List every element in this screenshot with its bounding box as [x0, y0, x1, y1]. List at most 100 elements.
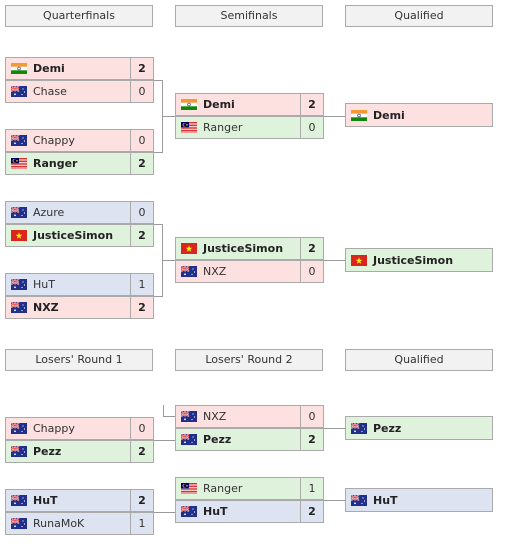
player-name: Chappy [6, 130, 131, 151]
australia-flag-icon [181, 266, 197, 277]
connector [163, 405, 164, 417]
connector [153, 440, 175, 441]
match-slot[interactable]: NXZ 2 [5, 296, 154, 319]
match-slot[interactable]: Pezz 2 [175, 428, 324, 451]
player-label: RunaMoK [33, 517, 85, 530]
player-name: Chase [6, 81, 131, 102]
score: 2 [130, 441, 153, 462]
vietnam-flag-icon [11, 230, 27, 241]
score: 2 [300, 238, 323, 259]
score: 0 [300, 406, 323, 427]
australia-flag-icon [11, 135, 27, 146]
qualified-slot[interactable]: HuT [345, 488, 493, 512]
match-slot[interactable]: HuT 2 [175, 500, 324, 523]
match-slot[interactable]: Chappy 0 [5, 417, 154, 440]
india-flag-icon [351, 110, 367, 121]
score: 1 [300, 478, 323, 499]
match-slot[interactable]: JusticeSimon 2 [5, 224, 154, 247]
connector [153, 224, 163, 225]
score: 2 [300, 429, 323, 450]
header-losers-round-2: Losers' Round 2 [175, 349, 323, 371]
australia-flag-icon [11, 279, 27, 290]
match-slot[interactable]: Pezz 2 [5, 440, 154, 463]
player-name: RunaMoK [6, 513, 131, 534]
player-name: Ranger [176, 478, 301, 499]
player-label: Pezz [203, 433, 232, 446]
match-slot[interactable]: Chappy 0 [5, 129, 154, 152]
score: 2 [130, 490, 153, 511]
match-slot[interactable]: JusticeSimon 2 [175, 237, 324, 260]
match-slot[interactable]: HuT 2 [5, 489, 154, 512]
malaysia-flag-icon [181, 122, 197, 133]
player-name: NXZ [6, 297, 131, 318]
australia-flag-icon [11, 495, 27, 506]
match-slot[interactable]: Demi 2 [175, 93, 324, 116]
player-label: Azure [33, 206, 65, 219]
india-flag-icon [181, 99, 197, 110]
player-name: Demi [176, 94, 301, 115]
player-label: Demi [33, 62, 65, 75]
score: 1 [130, 274, 153, 295]
connector [323, 428, 345, 429]
australia-flag-icon [11, 446, 27, 457]
player-name: JusticeSimon [176, 238, 301, 259]
score: 0 [130, 418, 153, 439]
player-label: Pezz [33, 445, 62, 458]
player-label: Demi [203, 98, 235, 111]
player-label: HuT [203, 505, 228, 518]
player-label: Ranger [203, 121, 243, 134]
score: 2 [300, 501, 323, 522]
player-name: HuT [176, 501, 301, 522]
india-flag-icon [11, 63, 27, 74]
player-label: Chappy [33, 422, 75, 435]
connector [162, 116, 175, 117]
australia-flag-icon [181, 411, 197, 422]
australia-flag-icon [11, 86, 27, 97]
match-slot[interactable]: Ranger 1 [175, 477, 324, 500]
malaysia-flag-icon [181, 483, 197, 494]
player-label: HuT [33, 494, 58, 507]
player-label: JusticeSimon [203, 242, 284, 255]
score: 0 [130, 81, 153, 102]
vietnam-flag-icon [351, 255, 367, 266]
vietnam-flag-icon [181, 243, 197, 254]
player-label: Chappy [33, 134, 75, 147]
score: 0 [130, 130, 153, 151]
header-qualified-bottom: Qualified [345, 349, 493, 371]
match-slot[interactable]: Azure 0 [5, 201, 154, 224]
player-name: HuT [6, 490, 131, 511]
match-slot[interactable]: NXZ 0 [175, 405, 324, 428]
australia-flag-icon [181, 434, 197, 445]
match-slot[interactable]: Demi 2 [5, 57, 154, 80]
header-semifinals: Semifinals [175, 5, 323, 27]
player-name: Pezz [176, 429, 301, 450]
australia-flag-icon [11, 302, 27, 313]
header-losers-round-1: Losers' Round 1 [5, 349, 153, 371]
connector [163, 416, 175, 417]
player-name: Chappy [6, 418, 131, 439]
score: 1 [130, 513, 153, 534]
score: 2 [130, 153, 153, 174]
match-slot[interactable]: RunaMoK 1 [5, 512, 154, 535]
player-label: NXZ [203, 265, 227, 278]
score: 2 [130, 225, 153, 246]
qualified-slot[interactable]: JusticeSimon [345, 248, 493, 272]
score: 0 [130, 202, 153, 223]
player-name: HuT [6, 274, 131, 295]
player-label: NXZ [203, 410, 227, 423]
qualified-slot[interactable]: Demi [345, 103, 493, 127]
player-name: Demi [6, 58, 131, 79]
score: 2 [130, 297, 153, 318]
match-slot[interactable]: Ranger 2 [5, 152, 154, 175]
match-slot[interactable]: HuT 1 [5, 273, 154, 296]
qualified-slot[interactable]: Pezz [345, 416, 493, 440]
player-label: JusticeSimon [33, 229, 114, 242]
player-label: Ranger [33, 157, 78, 170]
qualified-name: Pezz [373, 421, 402, 435]
connector [323, 260, 345, 261]
match-slot[interactable]: Chase 0 [5, 80, 154, 103]
match-slot[interactable]: Ranger 0 [175, 116, 324, 139]
header-qualified-top: Qualified [345, 5, 493, 27]
match-slot[interactable]: NXZ 0 [175, 260, 324, 283]
player-name: Pezz [6, 441, 131, 462]
